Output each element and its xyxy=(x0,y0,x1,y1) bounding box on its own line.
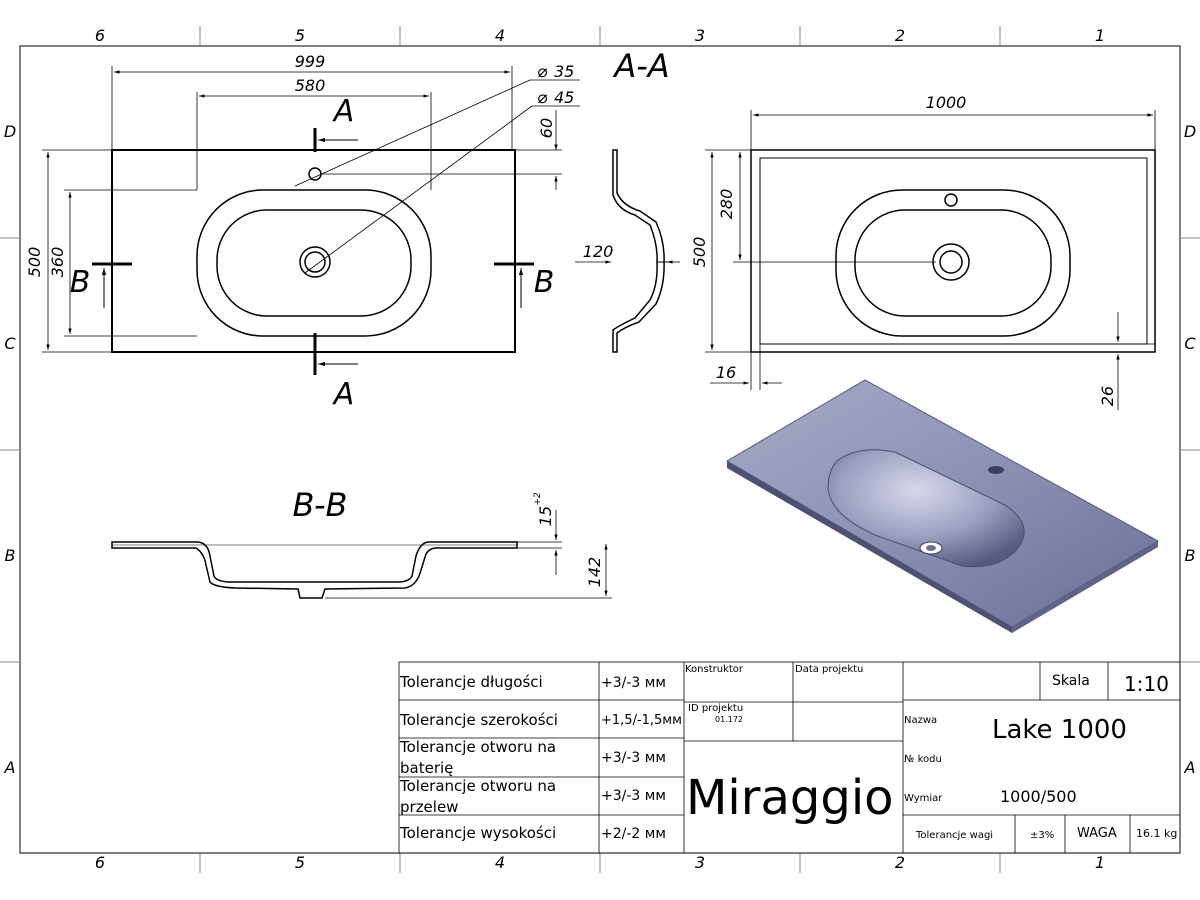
zone-row-c: C xyxy=(4,334,16,353)
isometric-render xyxy=(726,379,1160,633)
dim-tap-hole: 35 xyxy=(554,62,574,81)
tol-height-value: +2/-2 мм xyxy=(601,826,666,842)
render-basin xyxy=(827,449,1025,568)
right-basin-outer xyxy=(835,189,1071,337)
dim-right-width: 1000 xyxy=(926,93,967,112)
render-tap-hole xyxy=(988,466,1004,474)
right-basin-inner xyxy=(854,209,1052,317)
tol-tap-hole-label-1: Tolerancje otworu na xyxy=(399,738,556,756)
basin-inner-outline xyxy=(216,209,412,317)
zone-col-6: 6 xyxy=(95,26,105,45)
dim-120: 120 xyxy=(583,242,614,261)
dim-basin-depth: 360 xyxy=(48,247,67,278)
tol-length-value: +3/-3 мм xyxy=(601,675,666,691)
zone-col-5-bottom: 5 xyxy=(295,853,305,872)
zone-col-2-bottom: 2 xyxy=(895,853,905,872)
section-aa-view xyxy=(575,149,680,353)
na-kodu-label: № kodu xyxy=(904,754,942,765)
dim-15-tolerance: +2 xyxy=(533,492,543,506)
zone-col-4: 4 xyxy=(495,26,505,45)
tol-tap-hole-label-2: baterię xyxy=(400,759,453,777)
section-bb-title: B-B xyxy=(293,486,348,524)
right-view-outline xyxy=(750,149,1156,353)
zone-col-4-bottom: 4 xyxy=(495,853,505,872)
section-bb-view xyxy=(111,510,612,599)
dim-width-total: 999 xyxy=(295,52,326,71)
zone-row-b: B xyxy=(5,546,16,565)
drawing-frame: 6 5 4 3 2 1 6 5 4 3 2 1 D C B A D C B A xyxy=(0,26,1200,873)
diameter-symbol-tap: ⌀ xyxy=(537,62,548,82)
tol-overflow-label-1: Tolerancje otworu na xyxy=(399,777,556,795)
tol-tap-hole-value: +3/-3 мм xyxy=(601,750,666,766)
wymiar-value: 1000/500 xyxy=(1000,787,1077,806)
waga-value: 16.1 kg xyxy=(1136,827,1177,840)
dim-tap-offset: 60 xyxy=(537,118,556,138)
section-b-label-right: B xyxy=(534,265,555,300)
dim-142: 142 xyxy=(585,557,604,588)
tol-height-label: Tolerancje wysokości xyxy=(399,824,556,842)
section-a-label-bottom: A xyxy=(332,377,355,412)
right-view-inner-edge xyxy=(759,157,1148,345)
zone-col-1-bottom: 1 xyxy=(1095,853,1105,872)
dim-16: 16 xyxy=(716,363,736,382)
top-view xyxy=(42,66,580,375)
right-tap-hole xyxy=(944,193,958,207)
dim-basin-width: 580 xyxy=(295,76,326,95)
zone-row-b-right: B xyxy=(1185,546,1196,565)
section-b-label-left: B xyxy=(70,265,91,300)
right-view xyxy=(705,110,1156,410)
zone-col-3-bottom: 3 xyxy=(695,853,705,872)
zone-col-1: 1 xyxy=(1095,26,1105,45)
zone-row-c-right: C xyxy=(1184,334,1196,353)
dim-depth: 500 xyxy=(25,247,44,278)
zone-col-5: 5 xyxy=(295,26,305,45)
basin-outer-outline xyxy=(196,189,432,337)
diameter-symbol-drain: ⌀ xyxy=(537,88,548,108)
right-drain-inner xyxy=(939,250,963,274)
waga-label: WAGA xyxy=(1077,826,1117,841)
tap-hole xyxy=(308,167,322,181)
tol-wagi-label: Tolerancje wagi xyxy=(915,830,993,841)
section-aa-title: A-A xyxy=(612,47,669,85)
zone-col-6-bottom: 6 xyxy=(95,853,105,872)
zone-row-d-right: D xyxy=(1184,122,1196,141)
skala-label: Skala xyxy=(1052,673,1090,689)
tol-width-label: Tolerancje szerokości xyxy=(399,711,558,729)
dim-right-500: 500 xyxy=(690,237,709,268)
tol-width-value: +1,5/-1,5мм xyxy=(601,713,682,728)
tol-length-label: Tolerancje długości xyxy=(399,673,543,691)
tol-wagi-value: ±3% xyxy=(1030,830,1054,841)
company-logo-text: Miraggio xyxy=(686,770,894,826)
zone-row-d: D xyxy=(4,122,16,141)
id-projektu-value: 01.172 xyxy=(715,715,743,724)
dim-15: 15 xyxy=(536,506,555,526)
zone-col-2: 2 xyxy=(895,26,905,45)
section-a-label-top: A xyxy=(332,94,355,129)
dim-26: 26 xyxy=(1098,386,1117,406)
render-drain-center xyxy=(926,545,936,551)
zone-row-a: A xyxy=(4,758,16,777)
nazwa-value: Lake 1000 xyxy=(992,715,1127,745)
nazwa-label: Nazwa xyxy=(904,715,937,726)
data-projektu-label: Data projektu xyxy=(795,664,863,675)
dim-280: 280 xyxy=(717,189,736,220)
right-drain-outer xyxy=(932,243,970,281)
title-block xyxy=(398,661,1181,854)
zone-row-a-right: A xyxy=(1184,758,1196,777)
tol-overflow-label-2: przelew xyxy=(400,798,458,816)
drain-inner xyxy=(304,251,326,273)
konstruktor-label: Konstruktor xyxy=(685,664,744,675)
skala-value: 1:10 xyxy=(1124,672,1169,696)
dim-drain: 45 xyxy=(554,88,574,107)
drain-outer xyxy=(299,246,331,278)
wymiar-label: Wymiar xyxy=(904,793,943,804)
zone-col-3: 3 xyxy=(695,26,705,45)
tol-overflow-value: +3/-3 мм xyxy=(601,788,666,804)
id-projektu-label: ID projektu xyxy=(688,703,743,714)
